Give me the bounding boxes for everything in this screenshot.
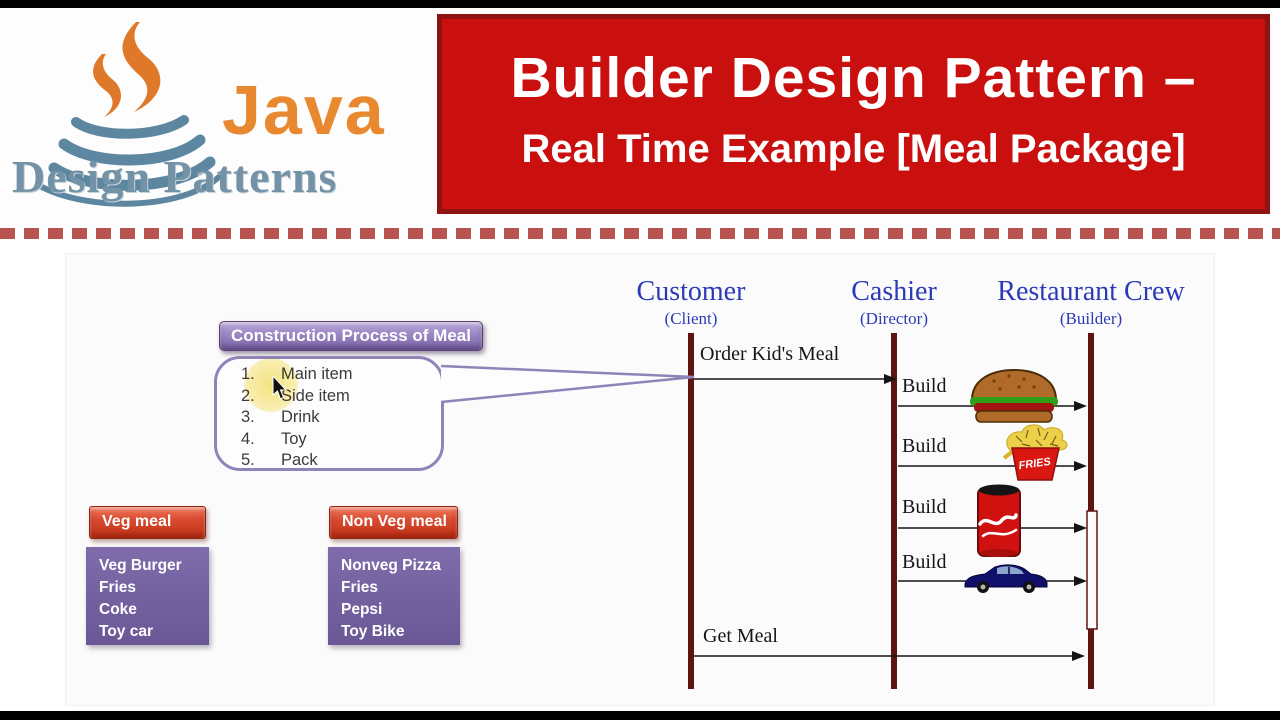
top-letterbox-bar (0, 0, 1280, 8)
construction-process-header: Construction Process of Meal (219, 321, 483, 351)
step-label: Main item (281, 365, 353, 383)
actor-cashier-name: Cashier (851, 276, 937, 307)
actor-crew-role: (Builder) (1059, 309, 1123, 328)
step-item: 4. Toy (217, 429, 441, 451)
build-message-label: Build (902, 551, 947, 573)
cola-can-icon (977, 484, 1021, 557)
order-arrow (694, 374, 897, 384)
order-message-label: Order Kid's Meal (700, 343, 840, 365)
list-item: Pepsi (341, 601, 383, 618)
step-item: 5. Pack (217, 450, 441, 472)
highlight-blob (244, 358, 298, 412)
veg-meal-list: Veg Burger Fries Coke Toy car (86, 547, 209, 645)
cashier-lifeline (891, 333, 897, 689)
build-message-label: Build (902, 375, 947, 397)
list-item: Toy car (99, 623, 153, 640)
step-number: 3. (241, 408, 255, 426)
crew-activation-bar (1086, 510, 1098, 630)
list-item: Fries (341, 579, 379, 596)
step-number: 4. (241, 429, 255, 448)
step-number: 5. (241, 451, 255, 469)
customer-lifeline (688, 333, 694, 689)
toy-car-icon (964, 564, 1048, 593)
actor-cashier: Cashier (Director) (794, 276, 994, 329)
actor-customer: Customer (Client) (591, 276, 791, 329)
actor-restaurant-crew: Restaurant Crew (Builder) (956, 276, 1226, 329)
actor-cashier-role: (Director) (860, 309, 928, 328)
dashed-separator (0, 228, 1280, 239)
step-label: Side item (281, 386, 350, 405)
step-label: Drink (281, 408, 320, 426)
title-banner: Builder Design Pattern – Real Time Examp… (437, 14, 1270, 214)
burger-icon (970, 368, 1058, 423)
veg-meal-header: Veg meal (89, 506, 206, 539)
list-item: Toy Bike (341, 623, 405, 640)
banner-title: Builder Design Pattern – (510, 46, 1197, 110)
callout-pointer (440, 364, 695, 404)
step-label: Toy (281, 429, 307, 448)
build-message-label: Build (902, 435, 947, 457)
banner-subtitle: Real Time Example [Meal Package] (521, 127, 1186, 171)
nonveg-meal-list: Nonveg Pizza Fries Pepsi Toy Bike (328, 547, 460, 645)
list-item: Nonveg Pizza (341, 557, 441, 574)
actor-customer-role: (Client) (664, 309, 718, 328)
actor-crew-name: Restaurant Crew (997, 276, 1185, 307)
mouse-cursor-icon (272, 376, 288, 400)
build-message-label: Build (902, 496, 947, 518)
step-label: Pack (281, 451, 318, 469)
actor-customer-name: Customer (636, 276, 746, 307)
fries-icon: FRIES (1002, 424, 1068, 481)
list-item: Fries (99, 579, 137, 596)
list-item: Coke (99, 601, 137, 618)
java-logo-text: Java (222, 71, 386, 149)
list-item: Veg Burger (99, 557, 182, 574)
nonveg-meal-header: Non Veg meal (329, 506, 458, 539)
step-item: 3. Drink (217, 407, 441, 429)
get-meal-message-label: Get Meal (703, 625, 778, 647)
fries-box-label: FRIES (1018, 456, 1052, 472)
java-logo-subtitle: Design Patterns (12, 151, 338, 202)
java-logo-icon (37, 22, 223, 207)
diagram-panel: Customer (Client) Cashier (Director) Res… (65, 253, 1215, 706)
bottom-letterbox-bar (0, 711, 1280, 720)
header: Java Design Patterns Builder Design Patt… (0, 8, 1280, 228)
arrowheads (1072, 401, 1087, 661)
